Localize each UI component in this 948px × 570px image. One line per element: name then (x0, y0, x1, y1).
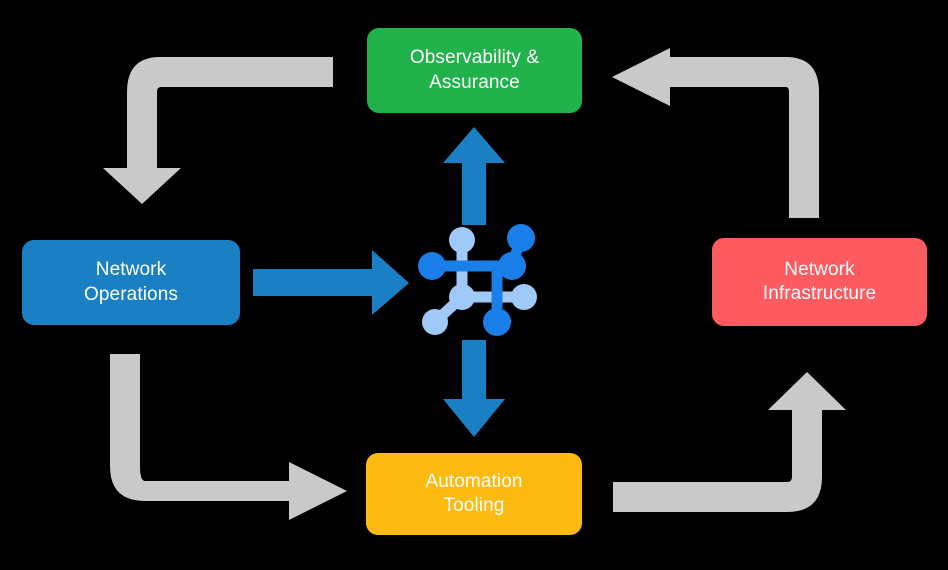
network-icon-light-nodes (422, 227, 537, 335)
cycle-arrow-operations-to-automation (110, 354, 347, 520)
node-label-network-infrastructure: Network Infrastructure (762, 258, 877, 304)
spoke-arrow-operations-to-center (253, 250, 409, 315)
node-label-network-operations: Network Operations (84, 259, 178, 305)
network-topology-icon (418, 224, 537, 336)
spoke-arrow-center-to-automation (443, 340, 505, 437)
spoke-arrow-center-to-observability (443, 127, 505, 225)
node-label-observability: Observability & Assurance (409, 47, 540, 93)
node-label-automation-tooling: Automation Tooling (425, 470, 523, 516)
network-icon-dark-nodes (418, 224, 535, 336)
cycle-arrow-observability-to-operations (103, 57, 333, 204)
cycle-arrow-infrastructure-to-observability (612, 48, 819, 218)
node-box-observability[interactable]: Observability & Assurance (367, 28, 582, 113)
node-box-network-infrastructure[interactable]: Network Infrastructure (712, 238, 927, 326)
node-box-automation-tooling[interactable]: Automation Tooling (366, 453, 582, 535)
node-box-network-operations[interactable]: Network Operations (22, 240, 240, 325)
cycle-arrow-automation-to-infrastructure (613, 372, 846, 512)
